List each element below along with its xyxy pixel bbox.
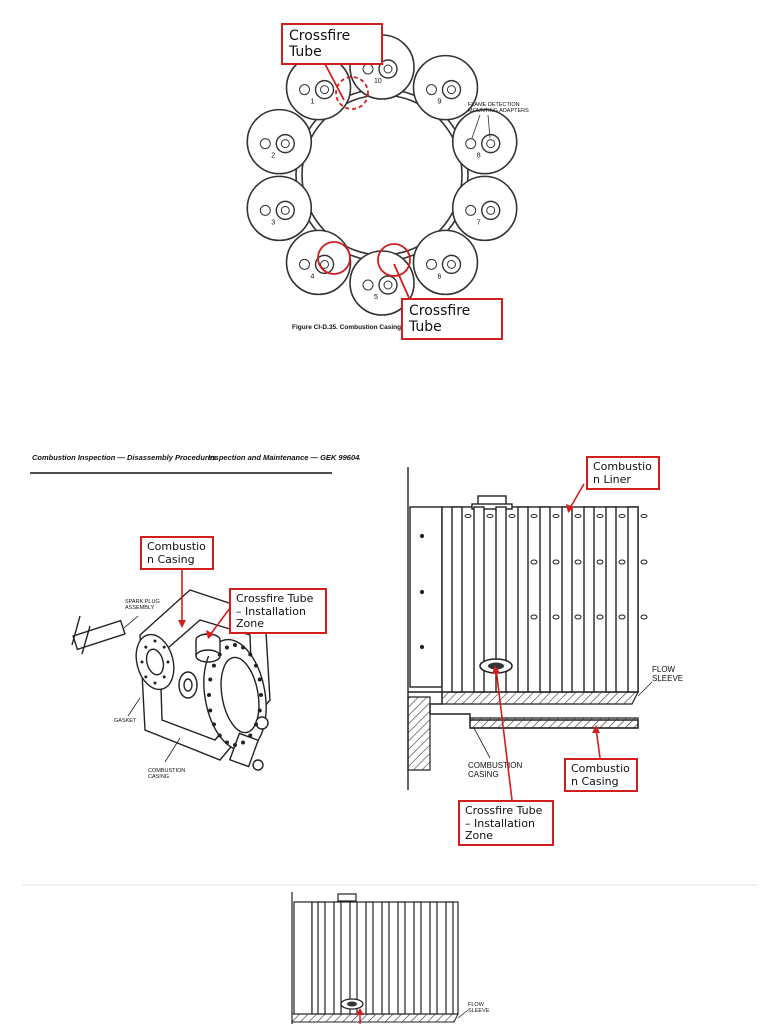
can-number-10: 10	[374, 78, 382, 85]
callout-crossfire-tube-bottom: Crossfire Tube	[401, 298, 503, 340]
can-number-3: 3	[271, 219, 275, 226]
combustion-can-2: 2	[246, 108, 313, 175]
combustion-can-3: 3	[246, 175, 313, 242]
crossfire-marker-top	[335, 76, 369, 110]
combustion-can-1: 1	[285, 54, 352, 121]
figure-caption: Figure CI-D.35. Combustion Casing Ar...	[292, 324, 415, 331]
callout-crossfire-installation-zone: Crossfire Tube – Installation Zone	[229, 588, 327, 634]
can-number-7: 7	[477, 219, 481, 226]
crossfire-leader-bottom	[393, 263, 411, 301]
combustion-can-9: 9	[412, 54, 479, 121]
can-number-5: 5	[374, 294, 378, 301]
figure-combustion-casing-isometric: Combustion Inspection — Disassembly Proc…	[20, 440, 360, 800]
callout-crossfire-tube-top: Crossfire Tube	[281, 23, 383, 65]
crossfire-marker-bottom-left	[317, 241, 351, 275]
callout-combustion-liner: Combustio n Liner	[586, 456, 660, 490]
can-number-9: 9	[437, 99, 441, 106]
can-number-4: 4	[311, 273, 315, 280]
callout-combustion-casing-section: Combustio n Casing	[564, 758, 638, 792]
combustion-can-6: 6	[412, 229, 479, 296]
page-header-left: Combustion Inspection — Disassembly Proc…	[32, 453, 216, 462]
crossfire-leader-top	[323, 61, 345, 101]
crossfire-marker-bottom-right	[377, 243, 411, 277]
combustion-can-8: 8	[451, 108, 518, 175]
can-number-6: 6	[437, 273, 441, 280]
callout-crossfire-installation-zone-section: Crossfire Tube – Installation Zone	[458, 800, 554, 846]
page-header-right: Inspection and Maintenance — GEK 99604B	[208, 453, 360, 462]
combustion-can-7: 7	[451, 175, 518, 242]
combustion-can-5: 5	[349, 250, 415, 316]
gasket-label: GASKET	[114, 718, 137, 724]
can-number-2: 2	[271, 153, 275, 160]
can-number-8: 8	[477, 153, 481, 160]
can-number-1: 1	[311, 99, 315, 106]
callout-combustion-casing: Combustio n Casing	[140, 536, 214, 570]
